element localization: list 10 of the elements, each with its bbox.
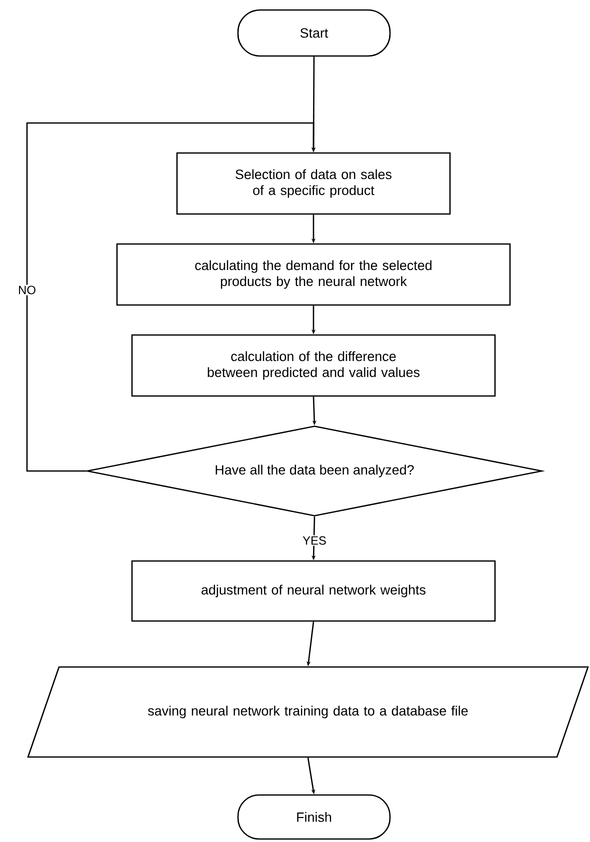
process-box: adjustment of neural network weights — [131, 560, 496, 622]
edge-label: NO — [17, 284, 37, 296]
edge-label: YES — [302, 535, 328, 546]
terminal-box: Start — [237, 9, 391, 57]
process-box: calculation of the difference between predicted and valid values — [131, 334, 496, 397]
process-box: Selection of data on sales of a specific product — [176, 152, 451, 215]
terminal-box: Finish — [237, 794, 391, 840]
process-box: calculating the demand for the selected products by the neural network — [116, 243, 511, 306]
data-parallelogram: saving neural network training data to a database file — [27, 666, 589, 758]
arrow — [26, 122, 316, 472]
